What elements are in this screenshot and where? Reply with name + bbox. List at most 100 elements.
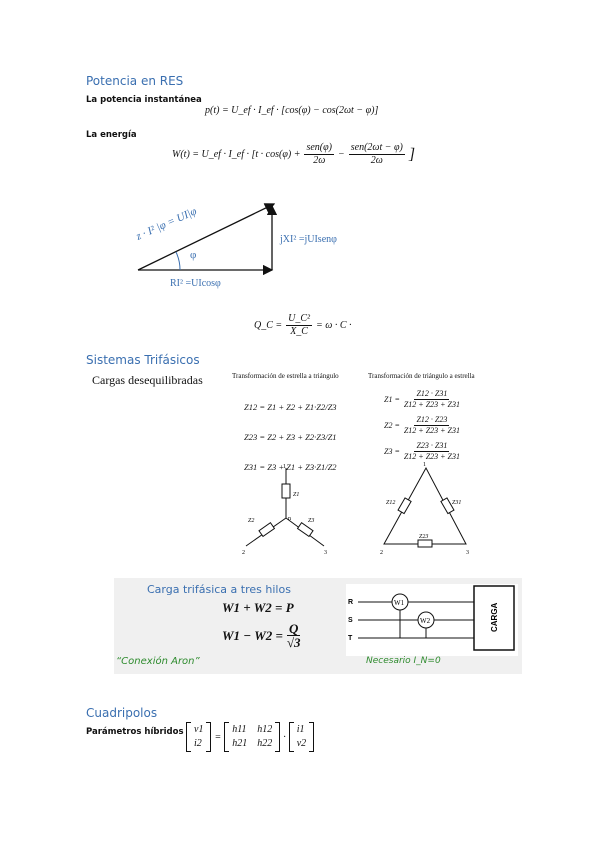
aron-title: Carga trifásica a tres hilos <box>147 583 291 596</box>
t3-num: Z23 · Z31 <box>414 440 450 452</box>
delta-resistor-z31 <box>440 497 455 515</box>
carga-label: CARGA <box>490 602 499 632</box>
t1-num: Z12 · Z31 <box>414 388 450 400</box>
star-node-n: n <box>288 516 291 522</box>
aron-eq2-frac: Q √3 <box>287 622 301 649</box>
energia-frac1: sen(φ) 2ω <box>304 142 334 167</box>
angle-arc <box>175 251 181 271</box>
star-label-z2: Z2 <box>248 518 254 524</box>
star-node-2: 2 <box>242 550 245 555</box>
energia-frac2-num: sen(2ωt − φ) <box>348 142 405 155</box>
energia-frac2: sen(2ωt − φ) 2ω <box>348 142 405 167</box>
energia-frac2-den: 2ω <box>370 155 383 166</box>
energia-frac1-den: 2ω <box>313 155 326 166</box>
t2-num: Z12 · Z23 <box>414 414 450 426</box>
line-r-label: R <box>348 599 353 606</box>
delta-node-1: 1 <box>423 462 426 468</box>
delta-resistor-z12 <box>397 497 412 515</box>
t1-lhs: Z1 = <box>384 394 400 404</box>
star-label-z3: Z3 <box>308 518 314 524</box>
t2-lhs: Z2 = <box>384 420 400 430</box>
triangulo-title: Transformación de triángulo a estrella <box>368 372 475 380</box>
aron-eq2: W1 − W2 = Q √3 <box>222 622 301 649</box>
line-s-label: S <box>348 617 353 624</box>
t2-frac: Z12 · Z23 Z12 + Z23 + Z31 <box>404 415 460 436</box>
qc-den: X_C <box>290 326 308 337</box>
hibridos-equation: v1 i2 = h11 h12 h21 h22 · i1 v2 <box>186 722 315 752</box>
t3-frac: Z23 · Z31 Z12 + Z23 + Z31 <box>404 441 460 462</box>
qc-lhs: Q_C = <box>254 320 283 331</box>
conexion-aron: “Conexión Aron” <box>116 656 200 667</box>
hyp-label: z · I² |φ = UI|φ <box>133 205 198 243</box>
necesario-label: Necesario I_N=0 <box>366 656 441 666</box>
star-resistor-z1 <box>281 483 291 499</box>
t1-frac: Z12 · Z31 Z12 + Z23 + Z31 <box>404 389 460 410</box>
instantanea-formula: p(t) = U_ef · I_ef · [cos(φ) − cos(2ωt −… <box>205 105 379 116</box>
delta-label-z12: Z12 <box>386 500 395 506</box>
m-h21: h21 <box>232 738 248 749</box>
instantanea-label: La potencia instantánea <box>86 95 202 105</box>
estrella-formulas: Z12 = Z1 + Z2 + Z1·Z2/Z3 Z23 = Z2 + Z3 +… <box>244 392 337 482</box>
star-node-3: 3 <box>324 550 327 555</box>
section-heading-trifasicos: Sistemas Trifásicos <box>86 353 200 367</box>
w2-label: W2 <box>420 617 431 625</box>
triangulo-eq1: Z1 = Z12 · Z31 Z12 + Z23 + Z31 <box>384 386 460 412</box>
hypotenuse-arrow <box>137 203 276 271</box>
m-h12: h12 <box>257 724 273 735</box>
energia-close: ] <box>408 145 416 163</box>
aron-eq2-lhs: W1 − W2 = <box>222 627 283 643</box>
aron-box: Carga trifásica a tres hilos W1 + W2 = P… <box>114 578 522 674</box>
energia-label: La energía <box>86 130 137 140</box>
estrella-title: Transformación de estrella a triángulo <box>232 372 339 380</box>
qc-rhs: = ω · C · <box>316 320 352 331</box>
vertical-label: jXI² =jUIsenφ <box>279 234 337 245</box>
energia-head: W(t) = U_ef · I_ef · [t · cos(φ) + <box>172 149 301 160</box>
triangulo-eq3: Z3 = Z23 · Z31 Z12 + Z23 + Z31 <box>384 438 460 464</box>
m-dot: · <box>283 731 286 743</box>
estrella-eq1: Z12 = Z1 + Z2 + Z1·Z2/Z3 <box>244 402 337 412</box>
m-h22: h22 <box>257 738 273 749</box>
star-node-1: 1 <box>283 464 286 470</box>
line-t-label: T <box>348 635 353 642</box>
t3-lhs: Z3 = <box>384 446 400 456</box>
delta-node-2: 2 <box>380 550 383 555</box>
m-i1: i1 <box>296 724 305 735</box>
star-diagram: 1 2 3 n Z1 Z2 Z3 <box>242 464 327 555</box>
delta-resistor-z23 <box>417 539 433 548</box>
delta-label-z23: Z23 <box>419 534 428 540</box>
triangulo-formulas: Z1 = Z12 · Z31 Z12 + Z23 + Z31 Z2 = Z12 … <box>384 386 460 464</box>
section-heading-potencia: Potencia en RES <box>86 74 184 88</box>
matrix-lhs: v1 i2 <box>186 722 212 752</box>
qc-num: U_C² <box>286 313 313 326</box>
energia-formula: W(t) = U_ef · I_ef · [t · cos(φ) + sen(φ… <box>172 142 415 167</box>
star-label-z1: Z1 <box>293 492 299 498</box>
aron-eq2-den: √3 <box>286 635 301 650</box>
m-v2: v2 <box>296 738 307 749</box>
power-triangle-diagram: z · I² |φ = UI|φ φ jXI² =jUIsenφ RI² =UI… <box>133 203 337 289</box>
angle-label: φ <box>190 249 196 261</box>
w1-label: W1 <box>394 599 405 607</box>
matrix-rhs: i1 v2 <box>288 722 315 752</box>
star-resistor-z3 <box>296 522 314 538</box>
qc-formula: Q_C = U_C² X_C = ω · C · <box>254 313 352 338</box>
t1-den: Z12 + Z23 + Z31 <box>403 399 461 409</box>
delta-diagram: 1 2 3 Z12 Z31 Z23 <box>380 462 469 555</box>
t2-den: Z12 + Z23 + Z31 <box>403 425 461 435</box>
aron-eq1: W1 + W2 = P <box>222 600 294 615</box>
star-resistor-z2 <box>258 522 276 538</box>
m-h11: h11 <box>232 724 247 735</box>
qc-frac: U_C² X_C <box>286 313 313 338</box>
m-v1: v1 <box>194 724 204 735</box>
m-i2: i2 <box>194 738 202 749</box>
delta-node-3: 3 <box>466 550 469 555</box>
carga-box <box>473 585 515 651</box>
cargas-label: Cargas desequilibradas <box>92 373 203 387</box>
aron-eq2-num: Q <box>287 621 301 636</box>
energia-minus: − <box>337 149 345 160</box>
estrella-eq3: Z31 = Z3 + Z1 + Z3·Z1/Z2 <box>244 462 337 472</box>
estrella-eq2: Z23 = Z2 + Z3 + Z2·Z3/Z1 <box>244 432 337 442</box>
triangulo-eq2: Z2 = Z12 · Z23 Z12 + Z23 + Z31 <box>384 412 460 438</box>
energia-frac1-num: sen(φ) <box>304 142 334 155</box>
delta-label-z31: Z31 <box>452 500 461 506</box>
hibridos-label: Parámetros híbridos <box>86 727 184 737</box>
